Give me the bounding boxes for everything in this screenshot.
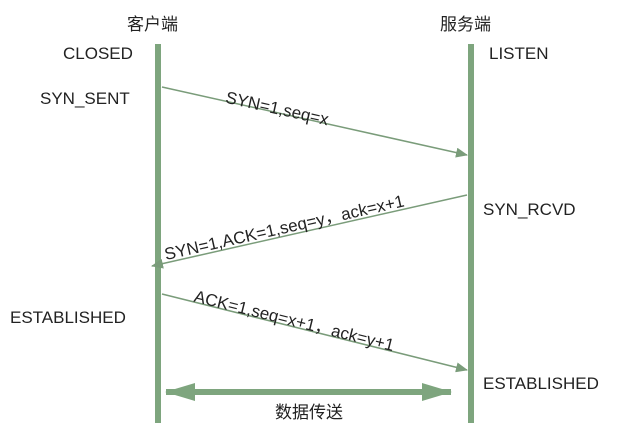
client-state-syn-sent: SYN_SENT — [40, 89, 130, 108]
server-state-syn-rcvd: SYN_RCVD — [483, 200, 576, 219]
data-transfer-label: 数据传送 — [275, 403, 343, 422]
server-state-listen: LISTEN — [489, 44, 549, 63]
client-state-established: ESTABLISHED — [10, 308, 126, 327]
syn-ack-arrow — [151, 194, 468, 269]
server-title: 服务端 — [440, 15, 491, 34]
syn-arrow — [161, 86, 468, 158]
server-state-established: ESTABLISHED — [483, 374, 599, 393]
ack-arrow — [161, 293, 468, 373]
client-state-closed: CLOSED — [63, 44, 133, 63]
client-title: 客户端 — [127, 15, 178, 34]
